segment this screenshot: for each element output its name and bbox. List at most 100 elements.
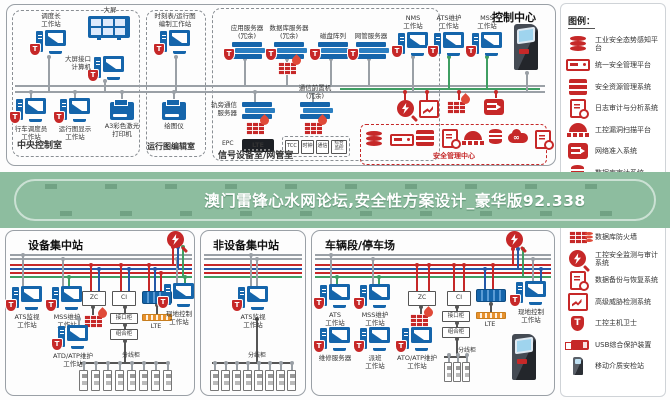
- mon-icon: [407, 32, 428, 48]
- cpu-icon: [402, 328, 409, 349]
- legend-item-label: 数据备份与恢复系统: [595, 276, 658, 285]
- lte-epc-unit: LTE: [242, 139, 274, 152]
- legend-item: 工业安全态势感知平台: [565, 33, 661, 55]
- bus-line: [315, 258, 551, 260]
- connector-line: [142, 360, 146, 370]
- security-center-label: 安全管理中心: [433, 152, 475, 160]
- connector-line: [155, 302, 159, 314]
- legend-icon-wrap: [565, 227, 593, 247]
- legend-item-label: 高级威胁检测系统: [595, 297, 651, 306]
- legend-title: 图例：: [568, 14, 596, 29]
- inspection-kiosk-top: [514, 24, 538, 70]
- comm-front-processor-label: 通信前置机 (冗余): [298, 83, 332, 100]
- cpu-icon: [434, 33, 441, 54]
- legend-item: 移动介质安检站: [565, 356, 661, 378]
- bus-line: [10, 254, 192, 256]
- stand-icon: [411, 53, 424, 56]
- host-guard-badge: T: [53, 111, 65, 124]
- stand-icon: [415, 348, 428, 351]
- diagram-edit-room-label: 运行图编辑室: [147, 142, 195, 151]
- bolt-icon: [397, 100, 414, 117]
- mss-maint-ws-s3-label: MSS维护 工作站: [361, 311, 389, 328]
- cpu-icon: [472, 33, 479, 54]
- stand-icon: [485, 53, 498, 56]
- connector-line: [255, 316, 259, 362]
- clock-box: 时钟: [301, 140, 314, 154]
- connector-line: [106, 360, 110, 370]
- kscr-icon: [517, 26, 535, 45]
- mon-icon: [169, 30, 190, 46]
- stk-icon: [242, 102, 272, 107]
- dome-icon: [566, 122, 589, 137]
- connector-line: [246, 360, 250, 370]
- legend-icon-wrap: [565, 249, 590, 269]
- stand-icon: [107, 77, 120, 80]
- connector-line: [73, 89, 77, 100]
- connector-line: [329, 252, 333, 284]
- stk-icon: [318, 42, 348, 47]
- firewall-under-dbserver: [278, 62, 296, 75]
- legend-item-label: 工业安全态势感知平台: [595, 35, 658, 52]
- mon-icon: [443, 32, 464, 48]
- stand-icon: [177, 304, 190, 307]
- security-monitor-probe: [397, 100, 414, 117]
- stk-icon: [274, 42, 304, 47]
- overlay-banner: 澳门雷锋心水网论坛,安全性方案设计_豪华版92.338: [0, 172, 670, 228]
- host-guard-badge: T: [313, 340, 325, 353]
- mon-icon: [411, 327, 432, 343]
- trackside-equipment-box: [163, 370, 172, 391]
- connector-line: [253, 89, 257, 102]
- firewall-s3: [410, 314, 428, 327]
- connector-line: [491, 262, 495, 289]
- stand-icon: [447, 53, 460, 56]
- kiosk-icon: [572, 357, 583, 376]
- nms-ws-label: NMS 工作站: [403, 13, 423, 30]
- connector-line: [525, 70, 529, 91]
- legend-item-label: 日志审计与分析系统: [595, 104, 658, 113]
- host-guard-badge: T: [309, 48, 321, 61]
- switch-s3: [476, 289, 506, 302]
- stand-icon: [333, 305, 346, 308]
- legend-icon-wrap: [565, 98, 590, 119]
- clock-box-label: 时钟: [302, 143, 313, 150]
- bus-line: [340, 88, 540, 90]
- ats-monitor-ws-s2-label: ATS监视 工作站: [240, 313, 266, 330]
- connector-line: [119, 262, 123, 291]
- connector-line: [224, 360, 228, 370]
- mon-icon: [25, 98, 46, 114]
- combine-cab-s1-label: 组合柜: [115, 331, 133, 338]
- connector-line: [120, 89, 124, 102]
- ci-s1-label: CI: [121, 294, 127, 302]
- stand-icon: [73, 119, 86, 122]
- plotter-printer-label: 绘图仪: [164, 122, 184, 130]
- bus-line: [212, 362, 292, 364]
- banner-text: 澳门雷锋心水网论坛,安全性方案设计_豪华版92.338: [204, 192, 586, 210]
- host-guard-badge: T: [265, 48, 277, 61]
- cpu-icon: [160, 31, 167, 52]
- connector-line: [290, 360, 294, 370]
- connector-line: [183, 274, 187, 283]
- legend-item-label: 工控主机卫士: [595, 319, 637, 328]
- connector-line: [335, 274, 339, 284]
- industrial-firewall-icon: [447, 101, 465, 114]
- bus-line: [315, 254, 551, 256]
- resource-mgmt-icon: [416, 130, 434, 146]
- unified-mgmt-icon: [390, 134, 414, 146]
- connector-line: [174, 54, 178, 91]
- interface-cab-s3-label: 接口柜: [447, 313, 465, 320]
- stand-icon: [529, 302, 542, 305]
- connector-line: [511, 246, 515, 264]
- connector-line: [89, 262, 93, 291]
- host-guard-badge: T: [51, 338, 63, 351]
- connector-line: [447, 54, 451, 88]
- dbfw-icon: [568, 230, 593, 244]
- cloud-icon: [508, 129, 528, 143]
